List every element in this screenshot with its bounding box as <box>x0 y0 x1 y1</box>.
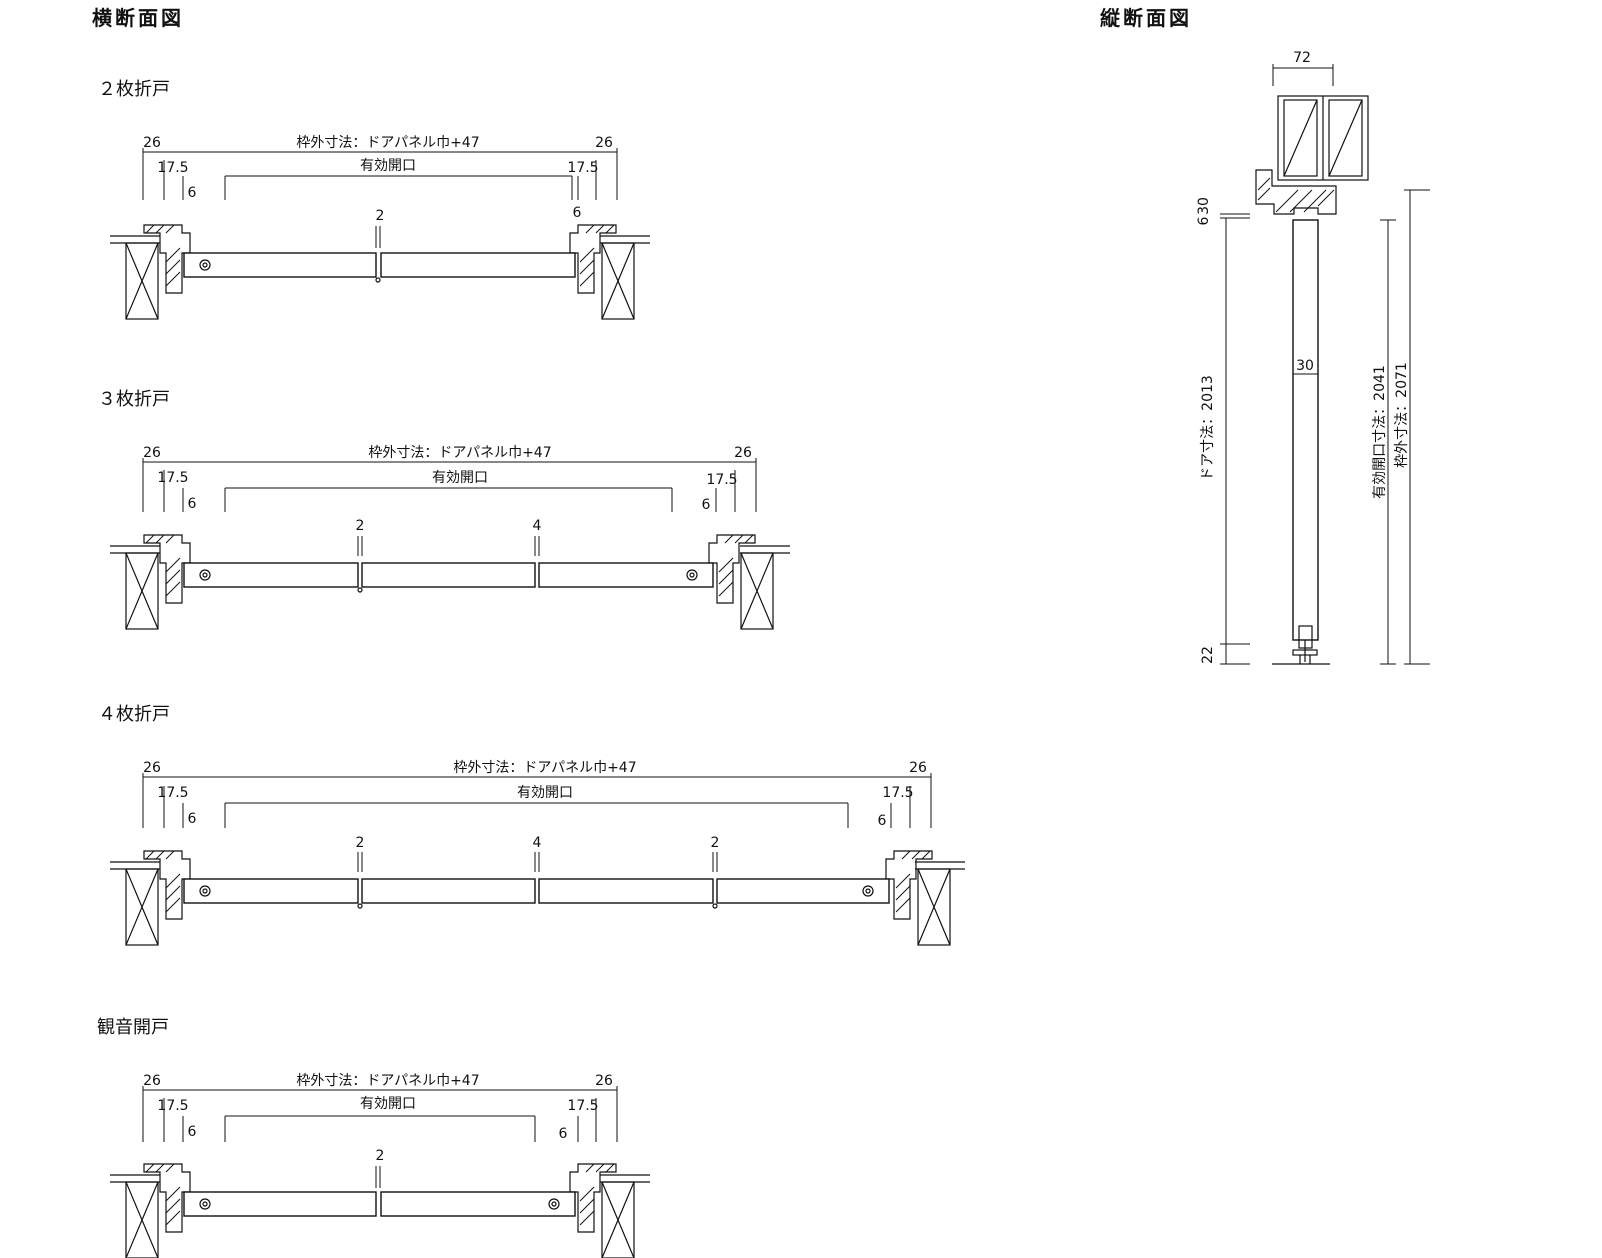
dim-left-6: 6 <box>188 496 197 512</box>
dim-frame-outer: 枠外寸法：ドアパネル巾+47 <box>296 135 479 151</box>
dim-effective-opening: 有効開口 <box>432 470 488 486</box>
dim-left-17-5: 17.5 <box>157 1098 188 1114</box>
dim-frame-outer: 枠外寸法：ドアパネル巾+47 <box>296 1073 479 1089</box>
dim-right-26: 26 <box>909 760 927 776</box>
dim-right-6: 6 <box>702 497 711 513</box>
dim-frame-size: 枠外寸法：2071 <box>1394 362 1410 468</box>
section-double-swing: 観音開戸 26 枠外寸法：ドアパネル巾+47 26 17.5 有効開口 17.5… <box>97 1017 650 1258</box>
dim-left-17-5: 17.5 <box>157 470 188 486</box>
dim-frame-outer: 枠外寸法：ドアパネル巾+47 <box>368 445 551 461</box>
dim-right-17-5: 17.5 <box>567 160 598 176</box>
dim-left-6: 6 <box>188 1124 197 1140</box>
dim-gap-1: 2 <box>356 835 365 851</box>
dim-right-6: 6 <box>573 205 582 221</box>
dim-right-17-5: 17.5 <box>567 1098 598 1114</box>
dim-top-width: 72 <box>1293 50 1311 66</box>
dim-gap-2: 4 <box>533 518 542 534</box>
dim-right-26: 26 <box>595 1073 613 1089</box>
dim-door-thickness: 30 <box>1296 358 1314 374</box>
dim-effective-opening: 有効開口 <box>517 785 573 801</box>
dim-right-26: 26 <box>595 135 613 151</box>
vertical-section: 72 30 6 30 <box>1196 50 1430 665</box>
dim-effective-opening: 有効開口 <box>360 158 416 174</box>
dim-right-17-5: 17.5 <box>882 785 913 801</box>
dim-gap-1: 2 <box>356 518 365 534</box>
dim-left-26: 26 <box>143 135 161 151</box>
dim-effective-opening: 有効開口 <box>360 1096 416 1112</box>
dim-frame-outer: 枠外寸法：ドアパネル巾+47 <box>453 760 636 776</box>
dim-top-6: 6 <box>1196 216 1212 225</box>
dim-opening-size: 有効開口寸法：2041 <box>1372 365 1388 499</box>
dim-right-6: 6 <box>878 813 887 829</box>
dim-gap-1: 2 <box>376 1148 385 1164</box>
section-title: 観音開戸 <box>97 1017 169 1038</box>
vertical-section-title: 縦断面図 <box>1100 6 1192 30</box>
dim-gap-3: 2 <box>711 835 720 851</box>
section-title: ４枚折戸 <box>98 704 170 725</box>
dim-left-6: 6 <box>188 811 197 827</box>
horizontal-section-title: 横断面図 <box>92 6 184 30</box>
dim-gap-1: 2 <box>376 208 385 224</box>
dim-right-17-5: 17.5 <box>706 472 737 488</box>
dim-left-26: 26 <box>143 1073 161 1089</box>
section-4-leaf: ４枚折戸 26 枠外寸法：ドアパネル巾+47 26 17.5 有効開口 17.5… <box>98 704 965 946</box>
dim-right-6: 6 <box>559 1126 568 1142</box>
dim-right-26: 26 <box>734 445 752 461</box>
dim-top-30: 30 <box>1196 197 1212 215</box>
section-3-leaf: ３枚折戸 26 枠外寸法：ドアパネル巾+47 26 17.5 有効開口 17.5… <box>98 389 790 630</box>
dim-door-size: ドア寸法：2013 <box>1200 375 1216 481</box>
section-2-leaf: ２枚折戸 26 枠外寸法：ドアパネル巾+47 26 17.5 有効開口 17.5… <box>98 79 650 320</box>
section-title: ２枚折戸 <box>98 79 170 100</box>
dim-left-26: 26 <box>143 760 161 776</box>
section-title: ３枚折戸 <box>98 389 170 410</box>
dim-left-17-5: 17.5 <box>157 785 188 801</box>
dim-gap-2: 4 <box>533 835 542 851</box>
dim-left-17-5: 17.5 <box>157 160 188 176</box>
dim-bottom-22: 22 <box>1200 646 1216 664</box>
dim-left-6: 6 <box>188 185 197 201</box>
dim-left-26: 26 <box>143 445 161 461</box>
